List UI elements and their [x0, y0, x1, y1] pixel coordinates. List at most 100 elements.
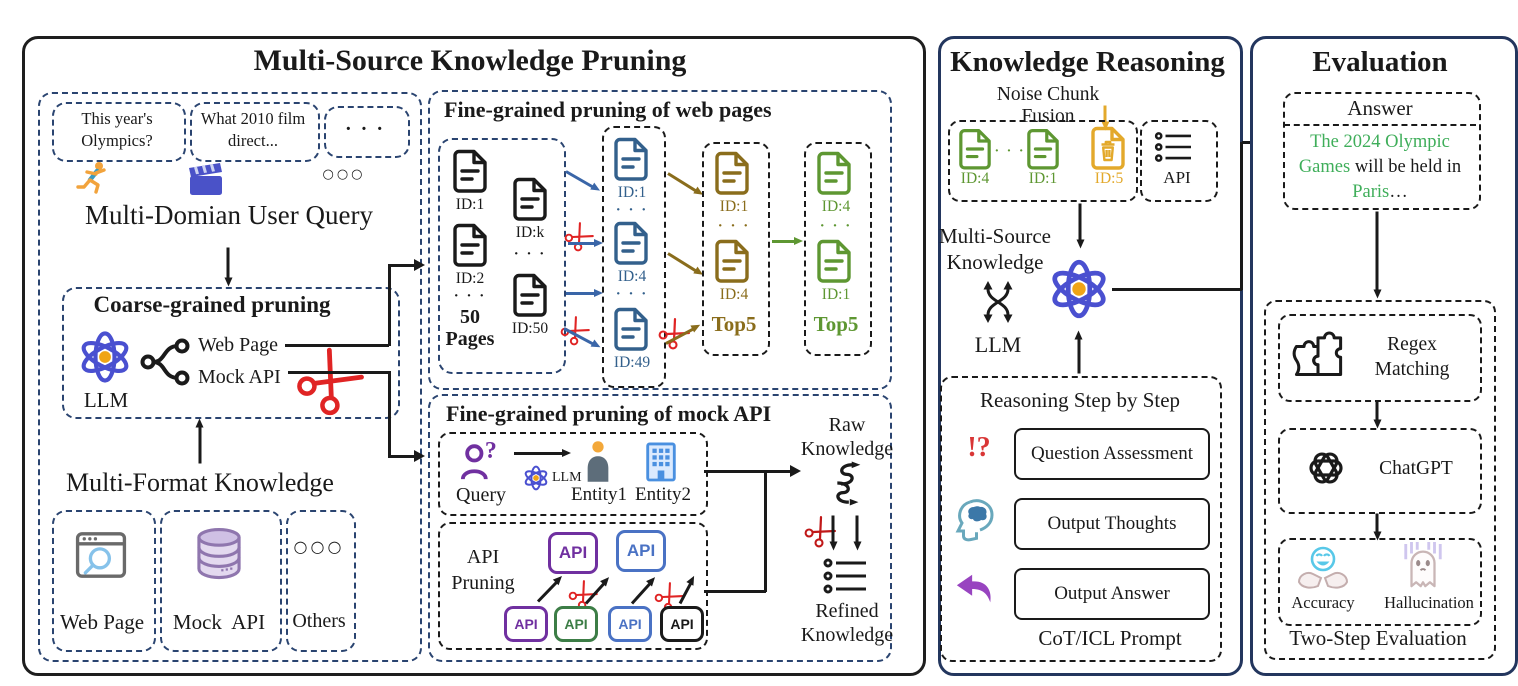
noise-doc-trash-icon: [1090, 126, 1126, 170]
api-chip-small-purple: API: [504, 606, 548, 642]
doc-icon: [613, 306, 649, 352]
mock-pruning-box: [428, 394, 892, 662]
accuracy-smile-hands-icon: [1294, 544, 1352, 590]
source-others-label: Others: [292, 610, 346, 632]
prompt-label: CoT/ICL Prompt: [1038, 626, 1182, 650]
entity1-person-icon: [582, 440, 614, 482]
arrow-query-to-entities: [514, 449, 571, 457]
arrow-regex-to-chatgpt: [1375, 401, 1379, 424]
two-step-label: Two-Step Evaluation: [1289, 626, 1467, 650]
connector-raw-h1: [704, 470, 792, 473]
answer-part-2: will be held in: [1350, 156, 1462, 177]
chatgpt-box: [1278, 428, 1482, 514]
coarse-web-label: Web Page: [198, 334, 279, 356]
web-pruning-title: Fine-grained pruning of web pages: [444, 97, 772, 122]
source-mock-box: [160, 510, 282, 652]
arrow-format-to-coarse: [198, 423, 202, 464]
user-query-group: [38, 92, 422, 662]
brain-head-icon: [954, 498, 1000, 544]
database-icon: [190, 524, 248, 582]
doc-icon: [714, 238, 750, 284]
web-stage4-box: [804, 142, 872, 356]
arrow-steps-to-llm: [1077, 335, 1081, 374]
source-mock-label: Mock API: [172, 610, 266, 634]
arrow-stage1-2: [568, 239, 603, 247]
entity-extraction-box: [438, 432, 708, 516]
connector-web-v: [388, 264, 391, 346]
two-step-box: [1264, 300, 1496, 660]
chunks-box: [948, 120, 1138, 202]
doc-id-label: ID:1: [719, 198, 749, 215]
multi-source-label-1: Multi-Source: [939, 224, 1051, 248]
raw-knowledge-label-2: Knowledge: [800, 438, 894, 460]
entity1-label: Entity1: [571, 484, 627, 505]
doc-icon: [816, 150, 852, 196]
interrobang-icon: !?: [967, 432, 991, 463]
arrow-stage3: [772, 237, 803, 245]
pages-caption-1: 50: [460, 306, 480, 328]
query-box-3-dots: · · ·: [344, 118, 385, 140]
puzzle-icon: [1290, 330, 1346, 378]
evaluation-title: Evaluation: [1312, 46, 1448, 78]
doc-icon: [1026, 128, 1060, 170]
multi-format-label: Multi-Format Knowledge: [66, 468, 334, 497]
runner-icon: [76, 160, 112, 196]
source-web-box: [52, 510, 156, 652]
chatgpt-label: ChatGPT: [1379, 458, 1453, 479]
arrowhead-raw: [790, 465, 801, 477]
entity2-label: Entity2: [635, 484, 691, 505]
doc-icon: [512, 272, 548, 318]
api-chip-big-blue: API: [616, 530, 666, 572]
doc-icon: [452, 222, 488, 268]
arrow-chunks-to-llm: [1078, 203, 1082, 244]
coarse-llm-label: LLM: [83, 388, 129, 412]
llm-atom-icon: [76, 328, 134, 386]
doc-icon: [816, 238, 852, 284]
doc-icon: [512, 176, 548, 222]
answer-text: The 2024 Olympic Games will be held in P…: [1292, 130, 1468, 205]
reasoning-steps-box: [940, 376, 1222, 662]
api-pruning-label-1: API: [466, 546, 500, 568]
user-query-label: Multi-Domian User Query: [85, 200, 373, 230]
api-pruning-label-2: Pruning: [451, 572, 515, 594]
browser-search-icon: [72, 526, 130, 584]
connector-raw-h2: [704, 590, 766, 593]
regex-box: [1278, 314, 1482, 402]
doc-id-label: ID:49: [613, 354, 651, 371]
connector-mock-h1: [288, 371, 390, 374]
refined-knowledge-label-2: Knowledge: [800, 624, 894, 646]
query-label: Query: [456, 484, 506, 506]
connector-mock-h2: [388, 455, 416, 458]
doc-icon: [958, 128, 992, 170]
answer-part-green-1: The 2024 Olympic Games: [1298, 132, 1450, 177]
api-chip-small-black: API: [660, 606, 704, 642]
query-person-icon: [460, 440, 502, 482]
arrow-refine-2: [855, 515, 859, 546]
arrow-stage1-3: [566, 289, 603, 297]
arrowhead-mock: [414, 450, 425, 462]
regex-label: Regex Matching: [1374, 334, 1450, 381]
doc-id-label: ID:5: [1094, 170, 1124, 187]
doc-id-label: ID:50: [511, 320, 549, 337]
ellipsis: · · ·: [513, 246, 547, 262]
api-chip-small-green: API: [554, 606, 598, 642]
doc-id-label: ID:4: [821, 198, 851, 215]
query-box-3: [324, 106, 410, 158]
entity2-building-icon: [642, 440, 680, 482]
panel-knowledge-pruning: [22, 36, 926, 676]
api-chip-big-purple: API: [548, 532, 598, 574]
api-pruning-box: [438, 522, 708, 650]
source-others-box: [286, 510, 356, 652]
api-chip-small-blue: API: [608, 606, 652, 642]
steps-title: Reasoning Step by Step: [979, 388, 1181, 412]
connector-raw-v: [764, 470, 767, 592]
api-knowledge-box: [1140, 120, 1218, 202]
arrow-query-to-coarse: [226, 247, 230, 282]
source-web-label: Web Page: [59, 610, 145, 634]
connector-llm-v: [1240, 142, 1243, 290]
step-question-assessment: Question Assessment: [1014, 428, 1210, 480]
doc-icon: [452, 148, 488, 194]
hallucination-label: Hallucination: [1384, 593, 1474, 612]
noise-fusion-label: Noise Chunk Fusion: [996, 84, 1100, 128]
refined-knowledge-label-1: Refined: [815, 600, 879, 622]
